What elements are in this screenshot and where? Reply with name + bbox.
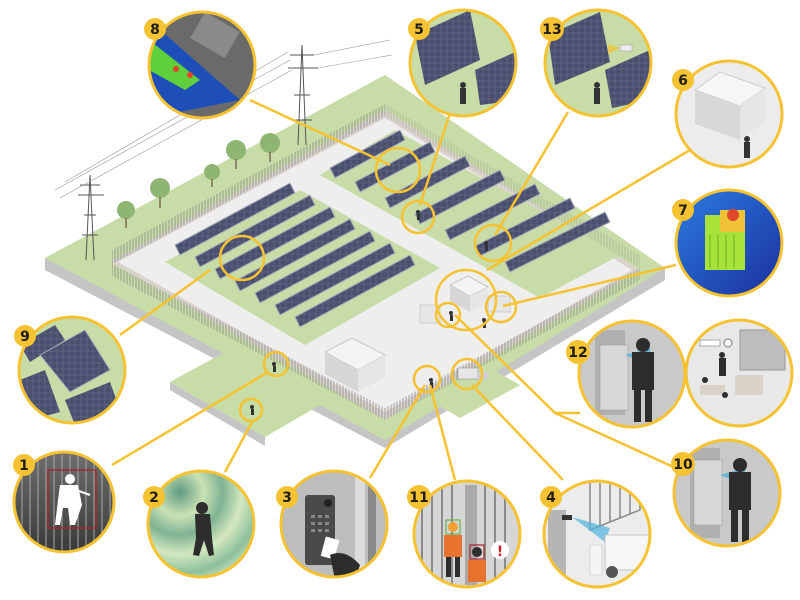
callout-4-vehicle-gate-camera[interactable]: 4 [540, 479, 655, 589]
callout-3-card-reader[interactable]: 3 [276, 469, 389, 580]
badge-6: 6 [678, 73, 688, 89]
badge-2: 2 [149, 490, 159, 506]
badge-5: 5 [414, 22, 424, 38]
tree-row [117, 133, 280, 228]
badge-1: 1 [19, 458, 29, 474]
leader-lines [111, 98, 691, 481]
control-building [324, 337, 386, 392]
callout-12-door-scanner[interactable]: 12 [566, 319, 687, 429]
badge-4: 4 [546, 490, 556, 506]
power-pylons [54, 39, 393, 261]
annex-side [170, 382, 265, 446]
perimeter-fence [112, 104, 640, 420]
substation-building [419, 275, 511, 324]
callout-control-room[interactable] [684, 318, 794, 428]
site-figures [250, 210, 488, 415]
badge-10: 10 [673, 457, 693, 473]
badge-11: 11 [409, 490, 428, 506]
badge-3: 3 [282, 490, 292, 506]
badge-7: 7 [678, 203, 688, 219]
callout-8-thermal-panels[interactable]: 8 [144, 10, 257, 120]
badge-13: 13 [542, 22, 561, 38]
annex-grass [170, 352, 320, 437]
callout-11-ppe-detection[interactable]: ! 11 [407, 479, 522, 589]
alert-exclamation-icon: ! [497, 544, 503, 560]
badge-9: 9 [20, 329, 30, 345]
site-map [45, 39, 665, 448]
entrance-grass [430, 368, 520, 418]
badge-12: 12 [568, 345, 587, 361]
callout-5-guard-patrol[interactable]: 5 [408, 8, 520, 118]
badge-8: 8 [150, 22, 160, 38]
callout-10-door-entry[interactable]: 10 [671, 438, 782, 548]
callout-13-ptz-camera[interactable]: 13 [540, 8, 653, 118]
callout-1-fence-intrusion[interactable]: 1 [12, 450, 116, 555]
map-highlight-rings [218, 146, 518, 423]
callout-2-radar-walker[interactable]: 2 [143, 469, 256, 579]
solar-panels-west [174, 182, 416, 328]
callout-9-damaged-panel[interactable]: 9 [14, 315, 127, 425]
callout-7-thermal-transformer[interactable]: 7 [672, 188, 784, 298]
callout-6-substation[interactable]: 6 [672, 59, 784, 169]
